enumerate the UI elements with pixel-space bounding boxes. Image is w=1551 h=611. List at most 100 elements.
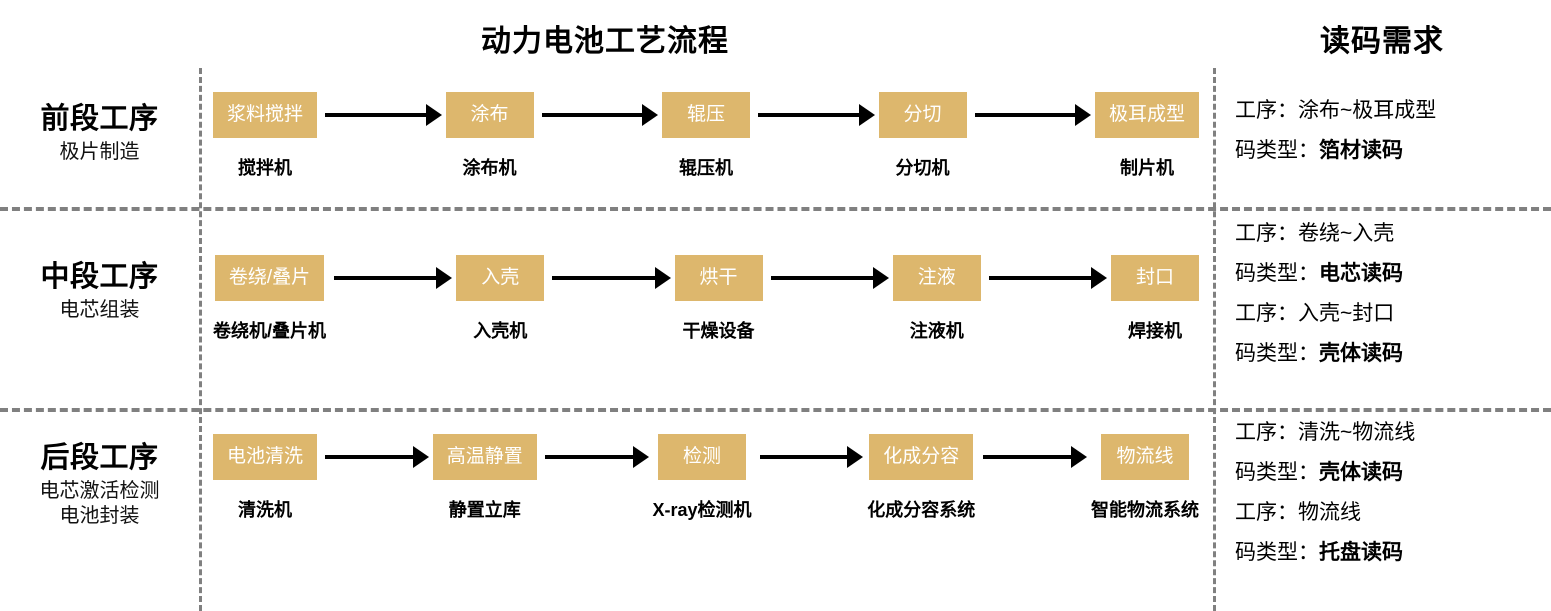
arrow-icon — [981, 255, 1111, 301]
process-step[interactable]: 电池清洗 清洗机 — [213, 434, 318, 522]
requirement-title: 读码需求 — [1320, 25, 1444, 58]
step-box[interactable]: 极耳成型 — [1095, 92, 1200, 138]
stage-label-middle: 中段工序 电芯组装 — [0, 261, 199, 323]
requirement-label: 码类型： — [1235, 461, 1319, 484]
requirement-label: 工序： — [1235, 222, 1298, 245]
step-machine-label: 辊压机 — [679, 158, 733, 178]
process-step[interactable]: 卷绕/叠片 卷绕机/叠片机 — [213, 255, 326, 343]
arrow-icon — [975, 434, 1091, 480]
requirement-block-back: 工序：清洗~物流线 码类型：壳体读码 工序：物流线 码类型：托盘读码 — [1213, 422, 1551, 582]
stage-label-front: 前段工序 极片制造 — [0, 103, 199, 165]
requirement-block-front: 工序：涂布~极耳成型 码类型：箔材读码 — [1213, 100, 1551, 180]
arrow-icon — [326, 255, 456, 301]
arrow-icon — [967, 92, 1096, 138]
step-box[interactable]: 辊压 — [662, 92, 750, 138]
step-machine-label: 化成分容系统 — [867, 500, 976, 520]
step-machine-label: 注液机 — [909, 321, 964, 341]
divider-vertical-right — [1213, 68, 1216, 611]
flow-front: 浆料搅拌 搅拌机 涂布 涂布机 辊压 辊压机 分切 分切机 — [199, 92, 1213, 180]
process-step[interactable]: 检测 X-ray检测机 — [653, 434, 752, 522]
step-machine-label: 制片机 — [1120, 158, 1174, 178]
step-list: 电池清洗 清洗机 高温静置 静置立库 检测 X-ray检测机 化成分容 化成分容… — [199, 434, 1213, 522]
requirement-label: 码类型： — [1235, 139, 1319, 162]
requirement-label: 码类型： — [1235, 342, 1319, 365]
step-box[interactable]: 封口 — [1111, 255, 1200, 301]
step-box[interactable]: 入壳 — [456, 255, 545, 301]
arrow-icon — [544, 255, 674, 301]
step-box[interactable]: 卷绕/叠片 — [214, 255, 325, 301]
step-box[interactable]: 电池清洗 — [213, 434, 318, 480]
step-list: 卷绕/叠片 卷绕机/叠片机 入壳 入壳机 烘干 干燥设备 注液 注液机 — [199, 255, 1213, 343]
flow-title: 动力电池工艺流程 — [481, 25, 729, 58]
process-step[interactable]: 高温静置 静置立库 — [432, 434, 537, 522]
requirement-line: 码类型：托盘读码 — [1235, 542, 1551, 563]
requirement-block-middle: 工序：卷绕~入壳 码类型：电芯读码 工序：入壳~封口 码类型：壳体读码 — [1213, 223, 1551, 383]
process-step[interactable]: 涂布 涂布机 — [445, 92, 534, 180]
requirement-line: 工序：卷绕~入壳 — [1235, 223, 1551, 244]
stage-subtitle: 电芯组装 — [59, 299, 140, 322]
step-box[interactable]: 烘干 — [674, 255, 763, 301]
stage-title: 中段工序 — [40, 261, 159, 293]
step-box[interactable]: 分切 — [878, 92, 967, 138]
requirement-value: 托盘读码 — [1319, 541, 1403, 564]
step-machine-label: 入壳机 — [473, 321, 528, 341]
requirement-label: 码类型： — [1235, 262, 1319, 285]
step-machine-label: 搅拌机 — [237, 158, 292, 178]
step-machine-label: 分切机 — [895, 158, 950, 178]
requirement-line: 工序：入壳~封口 — [1235, 303, 1551, 324]
flow-back: 电池清洗 清洗机 高温静置 静置立库 检测 X-ray检测机 化成分容 化成分容… — [199, 434, 1213, 522]
requirement-value: 箔材读码 — [1319, 139, 1403, 162]
divider-vertical-left — [199, 68, 202, 611]
step-machine-label: 涂布机 — [462, 158, 517, 178]
requirement-line: 码类型：箔材读码 — [1235, 140, 1551, 161]
requirement-value: 涂布~极耳成型 — [1298, 99, 1437, 122]
step-machine-label: 焊接机 — [1128, 321, 1183, 341]
requirement-value: 清洗~物流线 — [1298, 421, 1416, 444]
process-step[interactable]: 烘干 干燥设备 — [674, 255, 763, 343]
step-box[interactable]: 检测 — [658, 434, 747, 480]
arrow-icon — [317, 434, 433, 480]
step-box[interactable]: 高温静置 — [432, 434, 537, 480]
requirement-label: 工序： — [1235, 99, 1298, 122]
requirement-value: 入壳~封口 — [1298, 302, 1395, 325]
step-box[interactable]: 化成分容 — [869, 434, 974, 480]
requirement-value: 壳体读码 — [1319, 342, 1403, 365]
requirement-line: 工序：涂布~极耳成型 — [1235, 100, 1551, 121]
step-box[interactable]: 注液 — [892, 255, 981, 301]
process-step[interactable]: 封口 焊接机 — [1111, 255, 1200, 343]
stage-subtitle: 极片制造 — [59, 141, 140, 164]
stage-title: 后段工序 — [40, 442, 159, 474]
requirement-line: 码类型：壳体读码 — [1235, 343, 1551, 364]
step-box[interactable]: 涂布 — [445, 92, 534, 138]
step-machine-label: 卷绕机/叠片机 — [213, 321, 327, 341]
requirement-line: 码类型：壳体读码 — [1235, 462, 1551, 483]
requirement-value: 电芯读码 — [1319, 262, 1403, 285]
process-step[interactable]: 注液 注液机 — [892, 255, 981, 343]
requirement-label: 码类型： — [1235, 541, 1319, 564]
arrow-icon — [534, 92, 663, 138]
process-step[interactable]: 物流线 智能物流系统 — [1091, 434, 1199, 522]
requirement-label: 工序： — [1235, 421, 1298, 444]
process-step[interactable]: 浆料搅拌 搅拌机 — [212, 92, 317, 180]
divider-horizontal-1 — [0, 207, 1551, 211]
process-step[interactable]: 辊压 辊压机 — [662, 92, 750, 180]
step-machine-label: 智能物流系统 — [1091, 500, 1199, 520]
stage-label-back: 后段工序 电芯激活检测 电池封装 — [0, 442, 199, 529]
requirement-line: 工序：清洗~物流线 — [1235, 422, 1551, 443]
step-box[interactable]: 浆料搅拌 — [212, 92, 317, 138]
requirement-value: 物流线 — [1298, 501, 1361, 524]
process-step[interactable]: 入壳 入壳机 — [456, 255, 545, 343]
requirement-line: 码类型：电芯读码 — [1235, 263, 1551, 284]
step-machine-label: 清洗机 — [238, 500, 292, 520]
process-step[interactable]: 化成分容 化成分容系统 — [867, 434, 975, 522]
process-row-back: 后段工序 电芯激活检测 电池封装 电池清洗 清洗机 高温静置 静置立库 检测 X… — [0, 412, 1551, 611]
requirement-line: 工序：物流线 — [1235, 502, 1551, 523]
process-step[interactable]: 极耳成型 制片机 — [1095, 92, 1200, 180]
stage-title: 前段工序 — [40, 103, 159, 135]
arrow-icon — [317, 92, 446, 138]
step-box[interactable]: 物流线 — [1101, 434, 1189, 480]
divider-horizontal-2 — [0, 408, 1551, 412]
process-step[interactable]: 分切 分切机 — [878, 92, 967, 180]
step-machine-label: 静置立库 — [448, 500, 521, 520]
